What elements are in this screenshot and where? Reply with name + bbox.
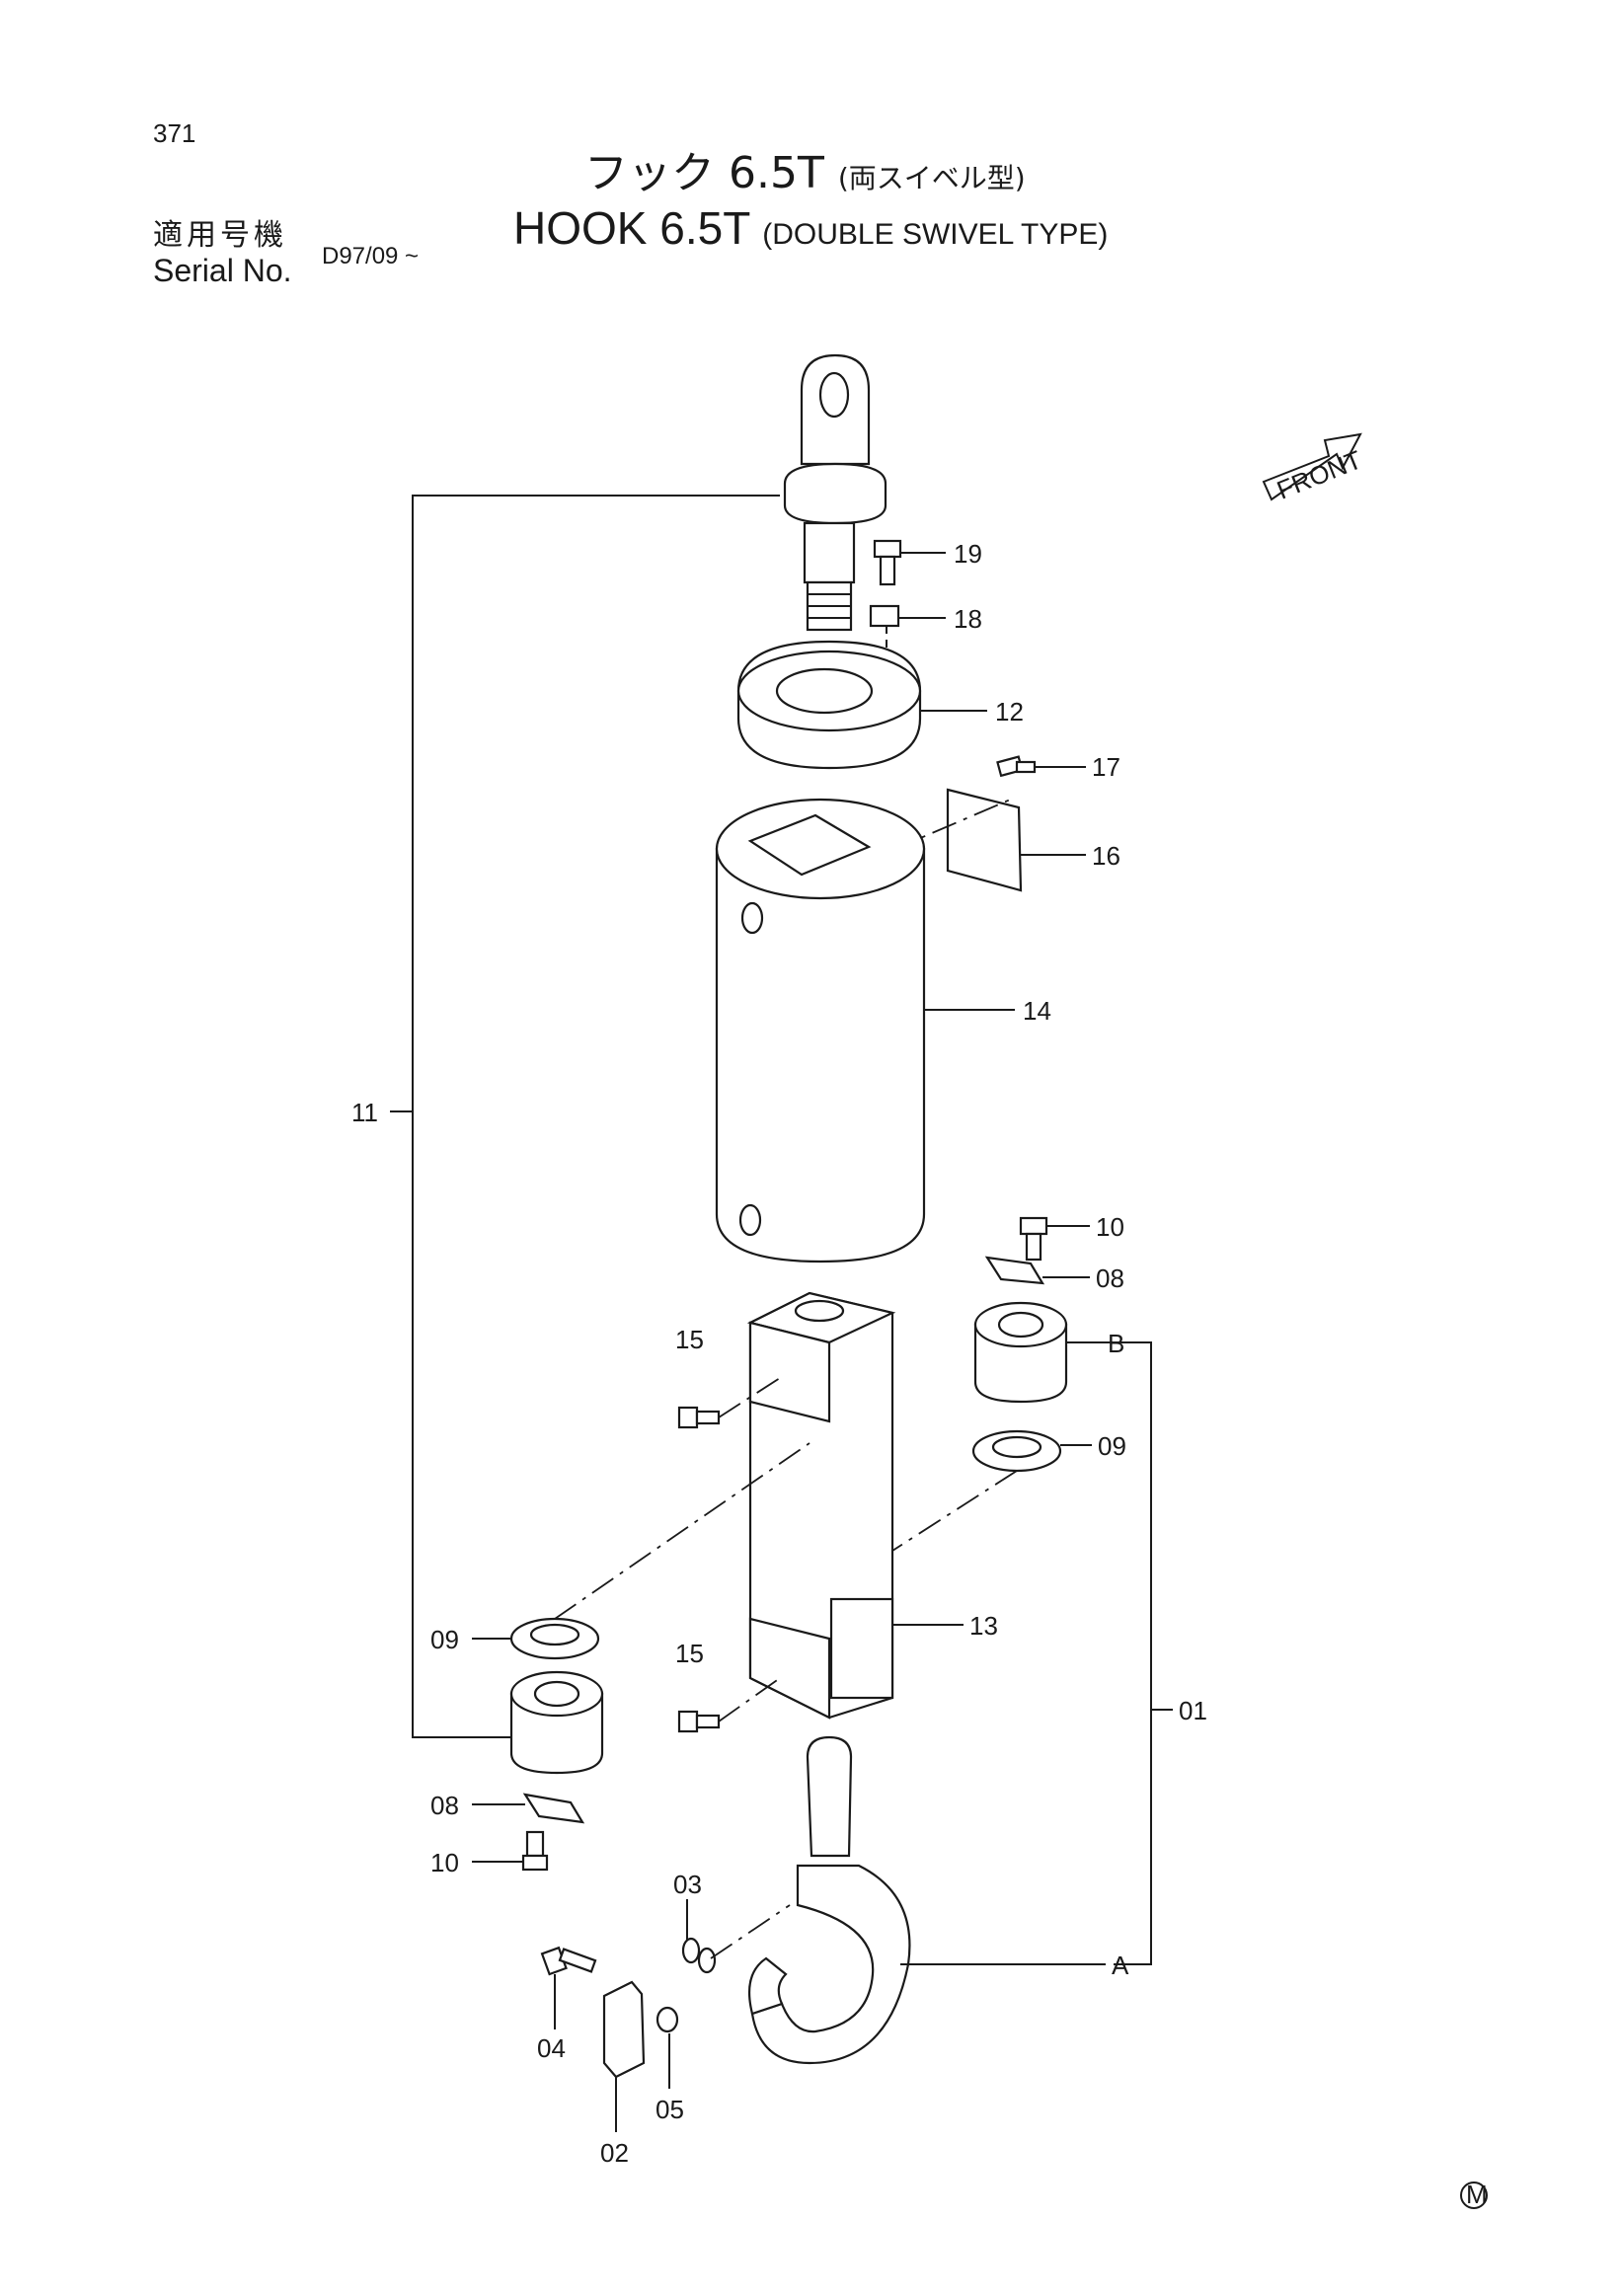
part-label-13: 13 xyxy=(969,1611,998,1641)
plate-12-part xyxy=(736,640,922,770)
part-label-15-upper: 15 xyxy=(675,1325,704,1354)
bearing-09-lower-part xyxy=(509,1617,600,1660)
bearing-09-upper-part xyxy=(971,1429,1062,1473)
part-label-19: 19 xyxy=(954,539,982,569)
bracket-01-line xyxy=(1096,1341,1152,1965)
washer-08-upper-part xyxy=(984,1256,1045,1285)
serial-value: D97/09 ~ xyxy=(322,243,420,269)
part-label-10-lower: 10 xyxy=(430,1848,459,1877)
part-label-14: 14 xyxy=(1023,996,1051,1026)
eye-bolt-part xyxy=(783,353,887,632)
serial-label-en: Serial No. xyxy=(153,253,292,288)
title-jp-main: フック 6.5T xyxy=(584,148,824,198)
part-label-04: 04 xyxy=(537,2033,566,2063)
front-arrow-icon: FRONT xyxy=(1262,432,1366,505)
part-label-11: 11 xyxy=(351,1098,378,1127)
latch-02-part xyxy=(602,1980,646,2079)
part-label-05: 05 xyxy=(656,2095,684,2124)
frame-13-part xyxy=(746,1291,896,1720)
serial-label-jp: 適用号機 xyxy=(153,218,287,253)
part-label-15-lower: 15 xyxy=(675,1639,704,1668)
bolt-19-part xyxy=(873,539,902,586)
title-english: HOOK 6.5T (DOUBLE SWIVEL TYPE) xyxy=(513,205,1108,251)
part-label-10-upper: 10 xyxy=(1096,1212,1124,1242)
bolt-04-part xyxy=(540,1946,597,1976)
part-label-12: 12 xyxy=(995,697,1024,727)
nut-05-part xyxy=(656,2006,679,2033)
housing-14-part xyxy=(715,798,926,1263)
part-label-18: 18 xyxy=(954,604,982,634)
cover-16-part xyxy=(946,788,1023,892)
part-label-08-upper: 08 xyxy=(1096,1263,1124,1293)
hook-part xyxy=(748,1735,911,2065)
part-label-02: 02 xyxy=(600,2138,629,2168)
front-label: FRONT xyxy=(1273,444,1365,504)
title-en-sub: (DOUBLE SWIVEL TYPE) xyxy=(762,218,1109,251)
part-label-b: B xyxy=(1108,1329,1124,1358)
part-label-08-lower: 08 xyxy=(430,1791,459,1820)
part-label-17: 17 xyxy=(1092,752,1120,782)
title-jp-sub: (両スイベル型) xyxy=(837,162,1026,194)
circle-mark-icon xyxy=(1460,2181,1488,2209)
page-number: 371 xyxy=(153,118,196,148)
nut-lower-part xyxy=(509,1670,604,1775)
part-label-03: 03 xyxy=(673,1870,702,1899)
footer-mark: M xyxy=(1466,2180,1488,2209)
title-en-main: HOOK 6.5T xyxy=(513,202,750,254)
title-japanese: フック 6.5T (両スイベル型) xyxy=(584,152,1026,195)
bolt-17-part xyxy=(996,755,1037,778)
nut-b-part xyxy=(973,1301,1068,1404)
bolt-15-lower-part xyxy=(677,1710,721,1733)
bolt-10-upper-part xyxy=(1019,1216,1048,1262)
bracket-11-line xyxy=(412,495,780,1738)
washer-08-lower-part xyxy=(522,1793,585,1824)
part-label-01: 01 xyxy=(1179,1696,1207,1725)
bolt-15-upper-part xyxy=(677,1406,721,1429)
part-label-09-upper: 09 xyxy=(1098,1431,1126,1461)
spring-03-part xyxy=(681,1937,717,1974)
part-label-09-lower: 09 xyxy=(430,1625,459,1654)
part-label-16: 16 xyxy=(1092,841,1120,871)
bolt-10-lower-part xyxy=(521,1830,549,1872)
part-label-a: A xyxy=(1112,1951,1129,1980)
washer-18-part xyxy=(869,604,900,628)
